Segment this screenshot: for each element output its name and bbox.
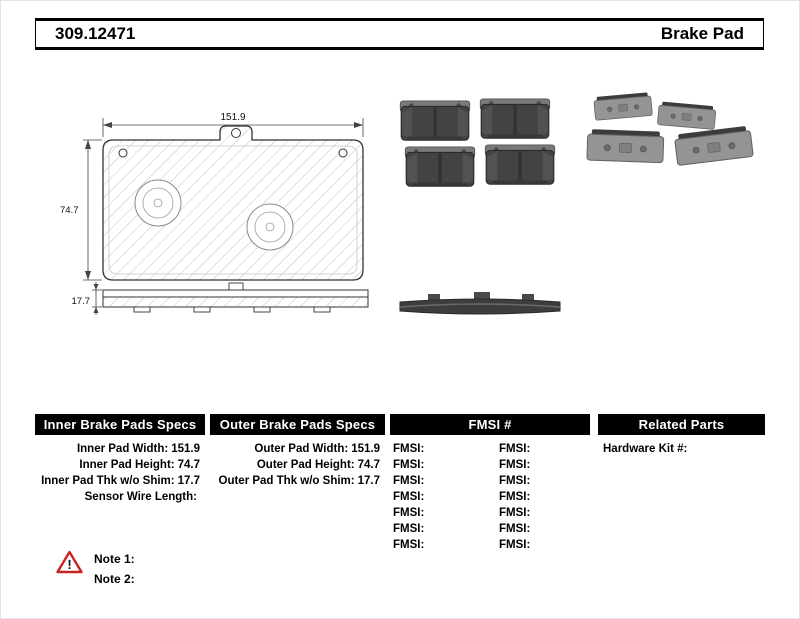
product-photos xyxy=(399,91,754,315)
fmsi-label: FMSI: xyxy=(499,443,531,455)
pad-outline xyxy=(102,125,364,281)
related-parts-column: Related Parts Hardware Kit #: xyxy=(598,414,765,457)
logo-stamp xyxy=(246,203,294,251)
warning-triangle-icon: ! xyxy=(56,550,83,574)
spec-value: 17.7 xyxy=(177,475,200,487)
spec-row: Inner Pad Height:74.7 xyxy=(35,457,205,473)
product-title: Brake Pad xyxy=(660,24,744,43)
spec-label: Hardware Kit #: xyxy=(603,443,688,455)
spec-label: Outer Pad Width: xyxy=(254,443,349,455)
note-2-label: Note 2: xyxy=(94,572,135,586)
width-dimension-text: 151.9 xyxy=(220,112,245,123)
spec-row: Outer Pad Thk w/o Shim:17.7 xyxy=(210,473,385,489)
fmsi-label: FMSI: xyxy=(499,491,531,503)
spec-label: Inner Pad Thk w/o Shim: xyxy=(41,475,175,487)
width-dimension: 151.9 xyxy=(102,112,364,137)
spec-row: Outer Pad Height:74.7 xyxy=(210,457,385,473)
spec-value: 151.9 xyxy=(351,443,380,455)
spec-row: Hardware Kit #: xyxy=(598,441,765,457)
fmsi-label: FMSI: xyxy=(499,459,531,471)
thickness-dimension-text: 17.7 xyxy=(72,296,91,307)
logo-stamp xyxy=(134,179,182,227)
spec-label: Inner Pad Height: xyxy=(79,459,175,471)
header-band: 309.12471 Brake Pad xyxy=(35,18,764,50)
svg-text:!: ! xyxy=(67,557,71,572)
part-number: 309.12471 xyxy=(55,24,136,43)
spec-label: Outer Pad Thk w/o Shim: xyxy=(218,475,355,487)
product-photo-pads-front xyxy=(399,98,556,187)
inner-specs-header: Inner Brake Pads Specs xyxy=(35,414,205,435)
spec-row: Sensor Wire Length: xyxy=(35,489,205,505)
related-parts-header: Related Parts xyxy=(598,414,765,435)
fmsi-label: FMSI: xyxy=(393,475,425,487)
fmsi-label: FMSI: xyxy=(393,459,425,471)
thickness-dimension: 17.7 xyxy=(72,282,102,315)
fmsi-column: FMSI # FMSI: FMSI: FMSI: FMSI: FMSI: FMS… xyxy=(390,414,590,553)
inner-specs-column: Inner Brake Pads Specs Inner Pad Width:1… xyxy=(35,414,205,505)
spec-value: 74.7 xyxy=(177,459,200,471)
outer-specs-header: Outer Brake Pads Specs xyxy=(210,414,385,435)
pad-side-view xyxy=(102,282,369,313)
product-photo-pad-edge xyxy=(399,292,561,315)
spec-row: Inner Pad Width:151.9 xyxy=(35,441,205,457)
fmsi-header: FMSI # xyxy=(390,414,590,435)
spec-value: 17.7 xyxy=(357,475,380,487)
height-dimension-text: 74.7 xyxy=(60,205,79,216)
spec-label: Outer Pad Height: xyxy=(256,459,355,471)
spec-row: Outer Pad Width:151.9 xyxy=(210,441,385,457)
fmsi-label: FMSI: xyxy=(499,539,531,551)
spec-row: Inner Pad Thk w/o Shim:17.7 xyxy=(35,473,205,489)
fmsi-label: FMSI: xyxy=(499,523,531,535)
spec-label: Sensor Wire Length: xyxy=(84,491,197,503)
product-photo-pads-back xyxy=(586,91,754,167)
fmsi-label: FMSI: xyxy=(393,491,425,503)
fmsi-label: FMSI: xyxy=(499,475,531,487)
note-1-label: Note 1: xyxy=(94,552,135,566)
fmsi-label: FMSI: xyxy=(393,539,425,551)
spec-value: 74.7 xyxy=(357,459,380,471)
technical-drawing: 151.9 xyxy=(60,112,369,315)
height-dimension: 74.7 xyxy=(60,139,102,281)
fmsi-label: FMSI: xyxy=(393,523,425,535)
fmsi-label: FMSI: xyxy=(393,507,425,519)
fmsi-label: FMSI: xyxy=(499,507,531,519)
outer-specs-column: Outer Brake Pads Specs Outer Pad Width:1… xyxy=(210,414,385,489)
spec-value: 151.9 xyxy=(171,443,200,455)
spec-label: Inner Pad Width: xyxy=(76,443,169,455)
fmsi-label: FMSI: xyxy=(393,443,425,455)
pad-front-view xyxy=(102,125,364,281)
